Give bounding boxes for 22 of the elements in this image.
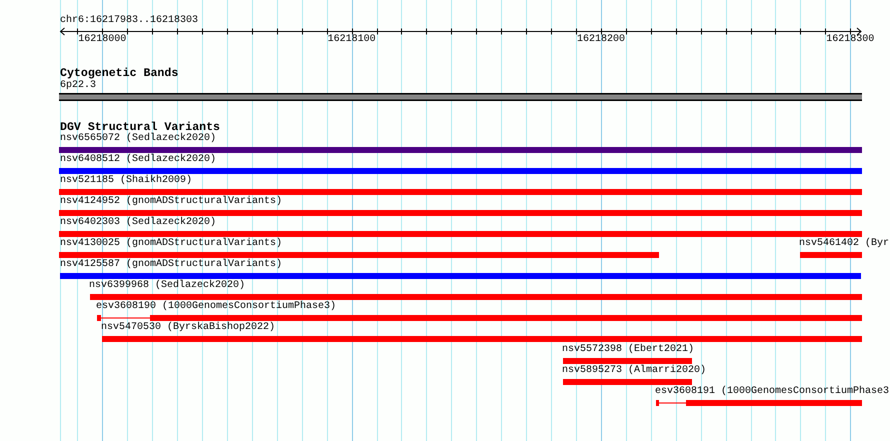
tick-label: 16218200 <box>577 34 625 46</box>
feature-label: nsv6408512 (Sedlazeck2020) <box>60 154 216 166</box>
feature-label: nsv6565072 (Sedlazeck2020) <box>60 133 216 145</box>
feature-label: nsv4130025 (gnomADStructuralVariants) <box>60 238 282 250</box>
feature-label: nsv4125587 (gnomADStructuralVariants) <box>60 259 282 272</box>
feature-label: nsv521185 (Shaikh2009) <box>60 175 192 188</box>
location-label: chr6:16217983..16218303 <box>60 15 198 27</box>
tick-label: 16218000 <box>78 34 126 46</box>
track-title: DGV Structural Variants <box>60 121 220 134</box>
feature-label: nsv6402303 (Sedlazeck2020) <box>60 217 216 230</box>
band-label: 6p22.3 <box>60 80 96 92</box>
feature-label: nsv5461402 (Byr <box>799 238 890 250</box>
feature-label: nsv5470530 (ByrskaBishop2022) <box>101 322 276 334</box>
feature-label: nsv6399968 (Sedlazeck2020) <box>89 280 246 292</box>
feature-label: nsv4124952 (gnomADStructuralVariants) <box>60 196 282 208</box>
feature-label: nsv5895273 (Almarri2020) <box>562 364 706 377</box>
track-title: Cytogenetic Bands <box>60 67 178 80</box>
feature-label: esv3608191 (1000GenomesConsortiumPhase3 <box>655 386 890 398</box>
feature-label: nsv5572398 (Ebert2021) <box>562 344 694 356</box>
tick-label: 16218100 <box>328 34 376 46</box>
tick-label: 16218300 <box>826 34 874 46</box>
feature-label: esv3608190 (1000GenomesConsortiumPhase3) <box>96 301 336 314</box>
